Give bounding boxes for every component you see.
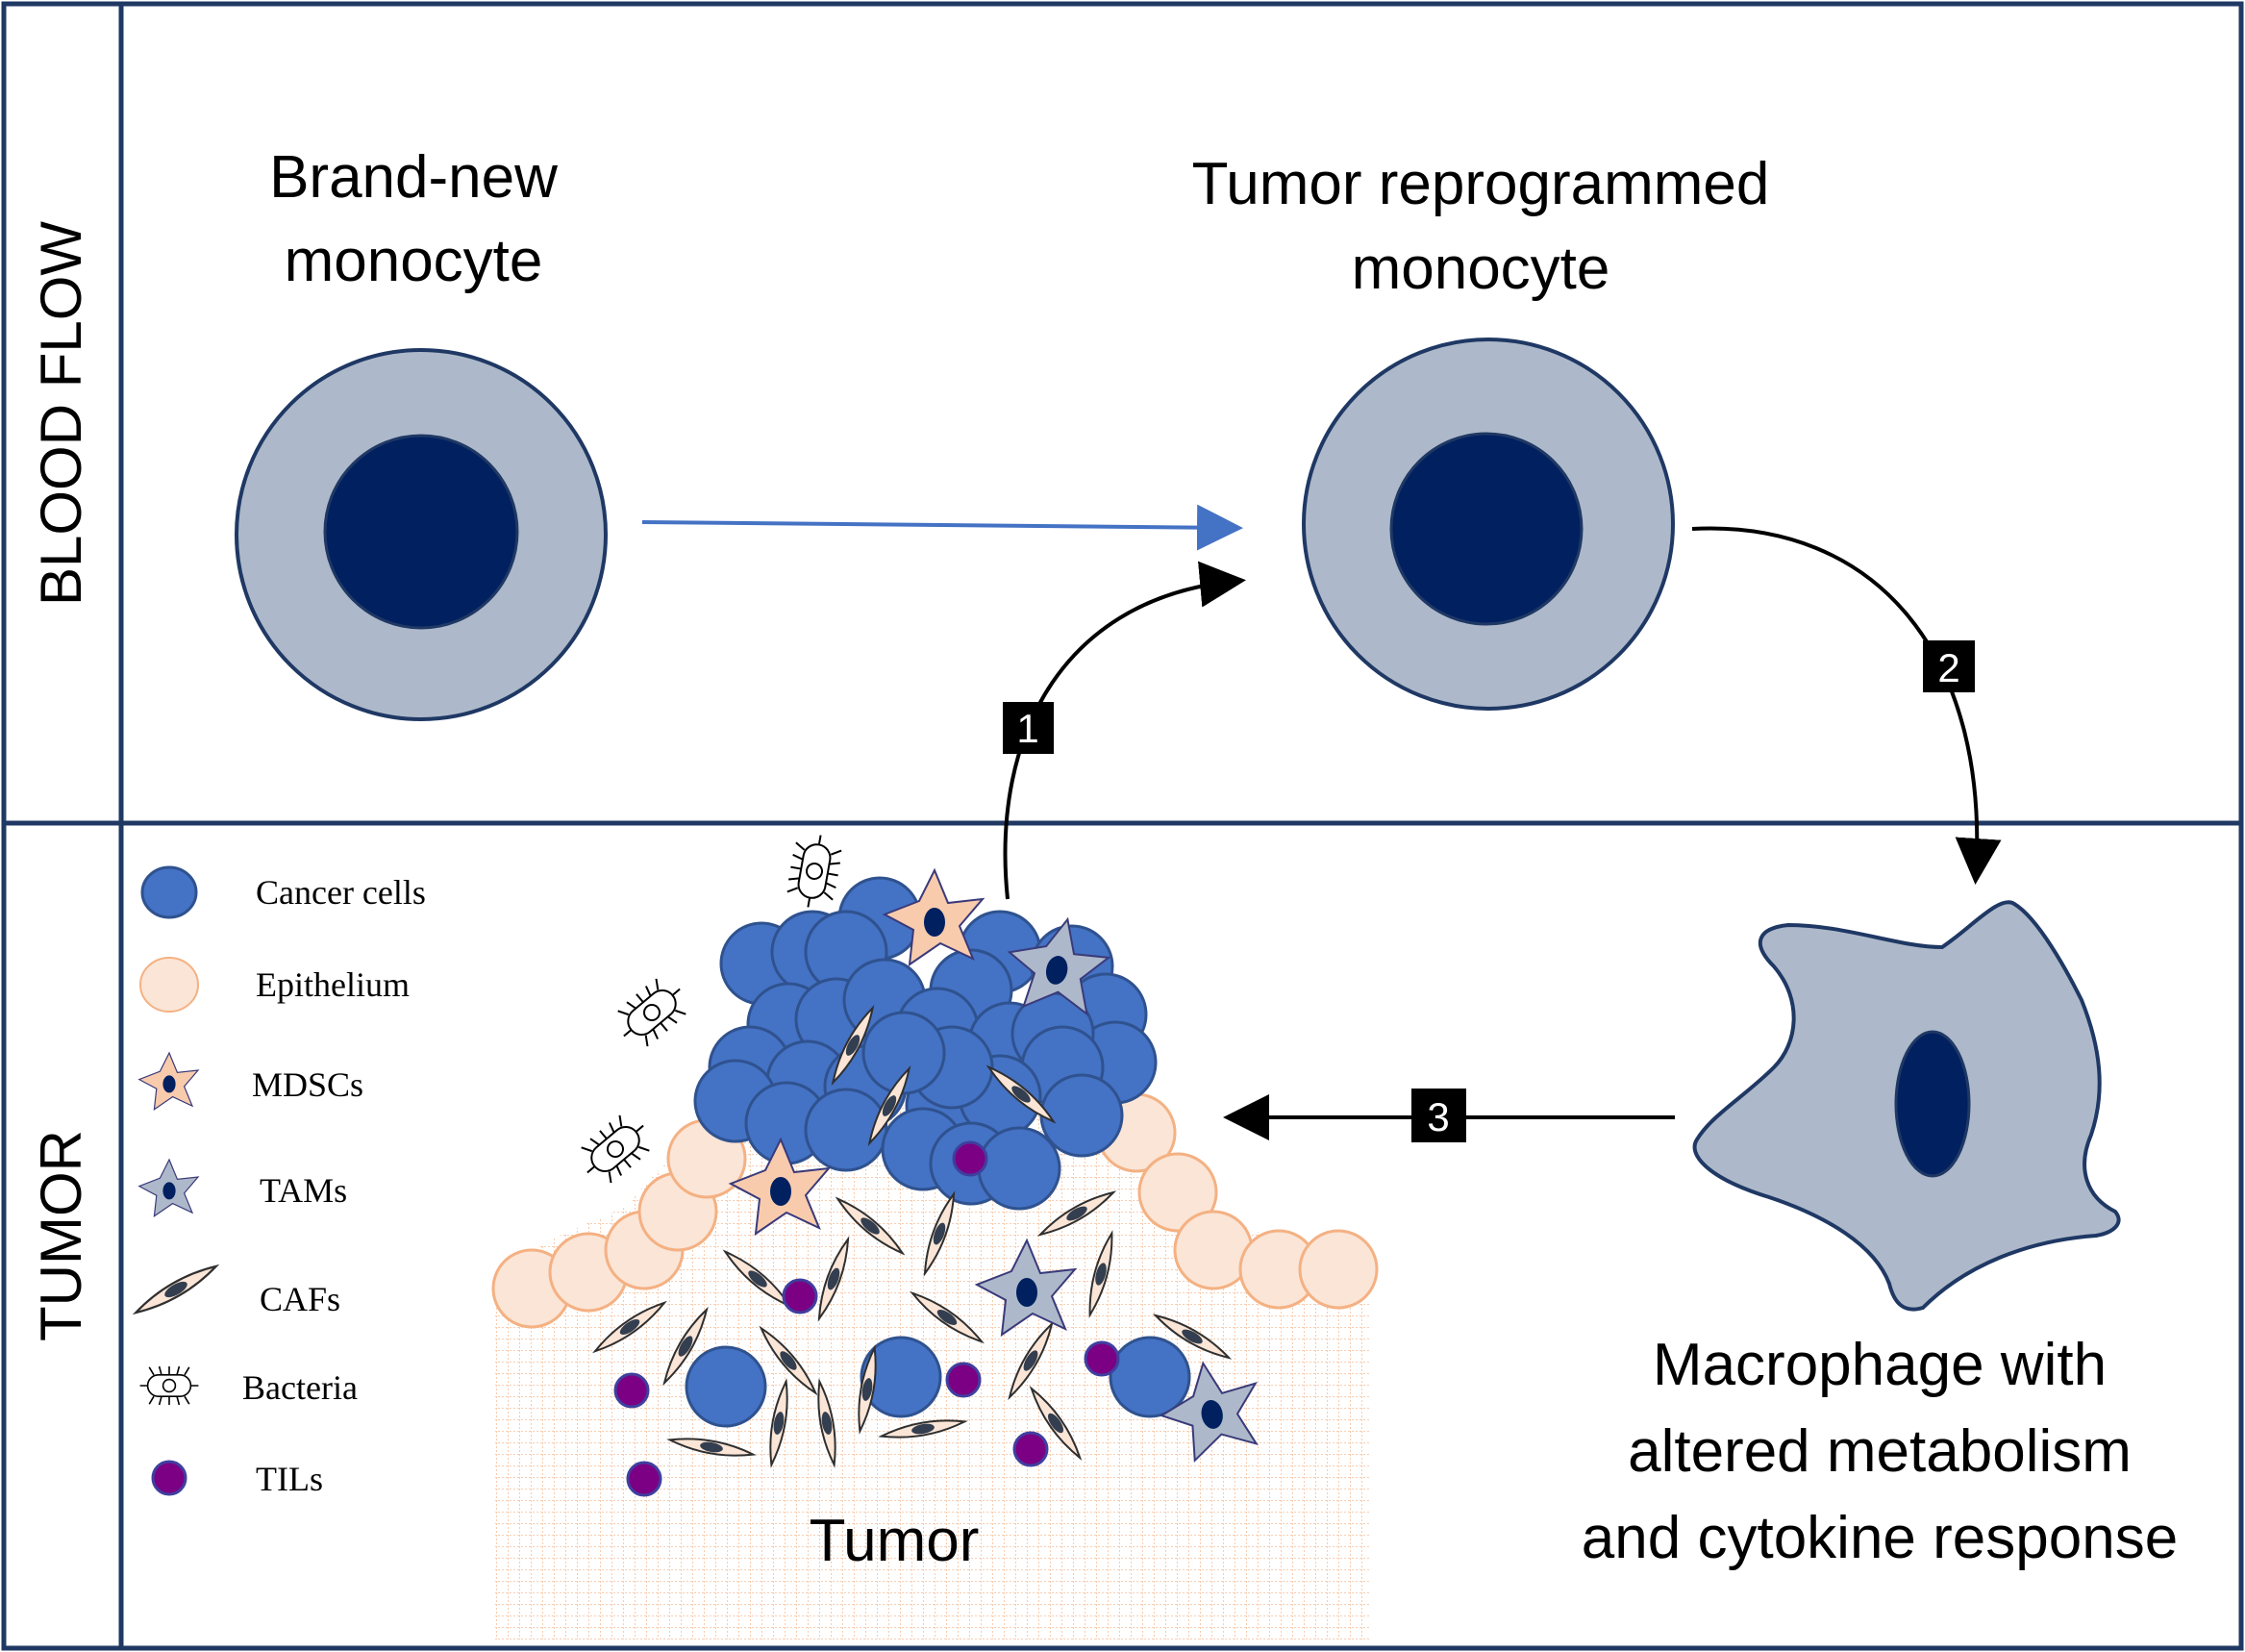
svg-text:2: 2 (1937, 645, 1959, 690)
til-cells (613, 1140, 1120, 1497)
stromal-cancer-cells (685, 1336, 1191, 1428)
panel-label-tumor: TUMOR (29, 1130, 93, 1341)
brand-new-monocyte (235, 348, 608, 721)
legend-swatch-cancer (140, 865, 198, 919)
step-2-badge: 2 (1923, 640, 1975, 692)
tumor-label: Tumor (810, 1508, 980, 1574)
brand-new-monocyte-label-line1: Brand-new (269, 144, 558, 211)
svg-text:3: 3 (1427, 1094, 1449, 1139)
legend: Cancer cells Epithelium MDSCs TAMs CAFs … (131, 865, 426, 1498)
legend-label-mdscs: MDSCs (252, 1065, 363, 1104)
legend-swatch-mdscs (138, 1052, 199, 1111)
legend-swatch-bacteria (138, 1365, 200, 1406)
brand-new-monocyte-label-line2: monocyte (285, 228, 543, 294)
step-1-badge: 1 (1003, 702, 1054, 754)
legend-label-tils: TILs (256, 1460, 323, 1498)
reprogrammed-monocyte-label-line1: Tumor reprogrammed (1192, 151, 1770, 217)
legend-label-bacteria: Bacteria (242, 1368, 358, 1407)
macrophage-label-line3: and cytokine response (1582, 1505, 2178, 1571)
step-1-arrow (1003, 561, 1246, 900)
tumor-reprogrammed-monocyte (1302, 338, 1675, 711)
macrophage (1692, 900, 2121, 1312)
svg-text:1: 1 (1016, 706, 1038, 751)
step-3-badge: 3 (1411, 1089, 1466, 1142)
legend-swatch-tams (138, 1159, 199, 1217)
monocyte-transition-arrow (641, 504, 1243, 551)
legend-swatch-tils (151, 1460, 187, 1496)
legend-swatch-cafs (131, 1259, 221, 1320)
reprogrammed-monocyte-label-line2: monocyte (1352, 236, 1610, 302)
macrophage-label-line1: Macrophage with (1653, 1332, 2107, 1398)
step-2-arrow (1691, 526, 2002, 885)
legend-label-tams: TAMs (260, 1171, 347, 1210)
legend-swatch-epithelium (139, 957, 199, 1013)
legend-label-cancer: Cancer cells (256, 873, 426, 912)
epithelium-layer (491, 1092, 1379, 1329)
legend-label-epithelium: Epithelium (256, 965, 410, 1004)
cancer-cell-cluster (693, 876, 1158, 1211)
legend-label-cafs: CAFs (260, 1280, 340, 1318)
panel-label-blood-flow: BLOOD FLOW (29, 221, 93, 606)
macrophage-label-line2: altered metabolism (1628, 1418, 2132, 1485)
